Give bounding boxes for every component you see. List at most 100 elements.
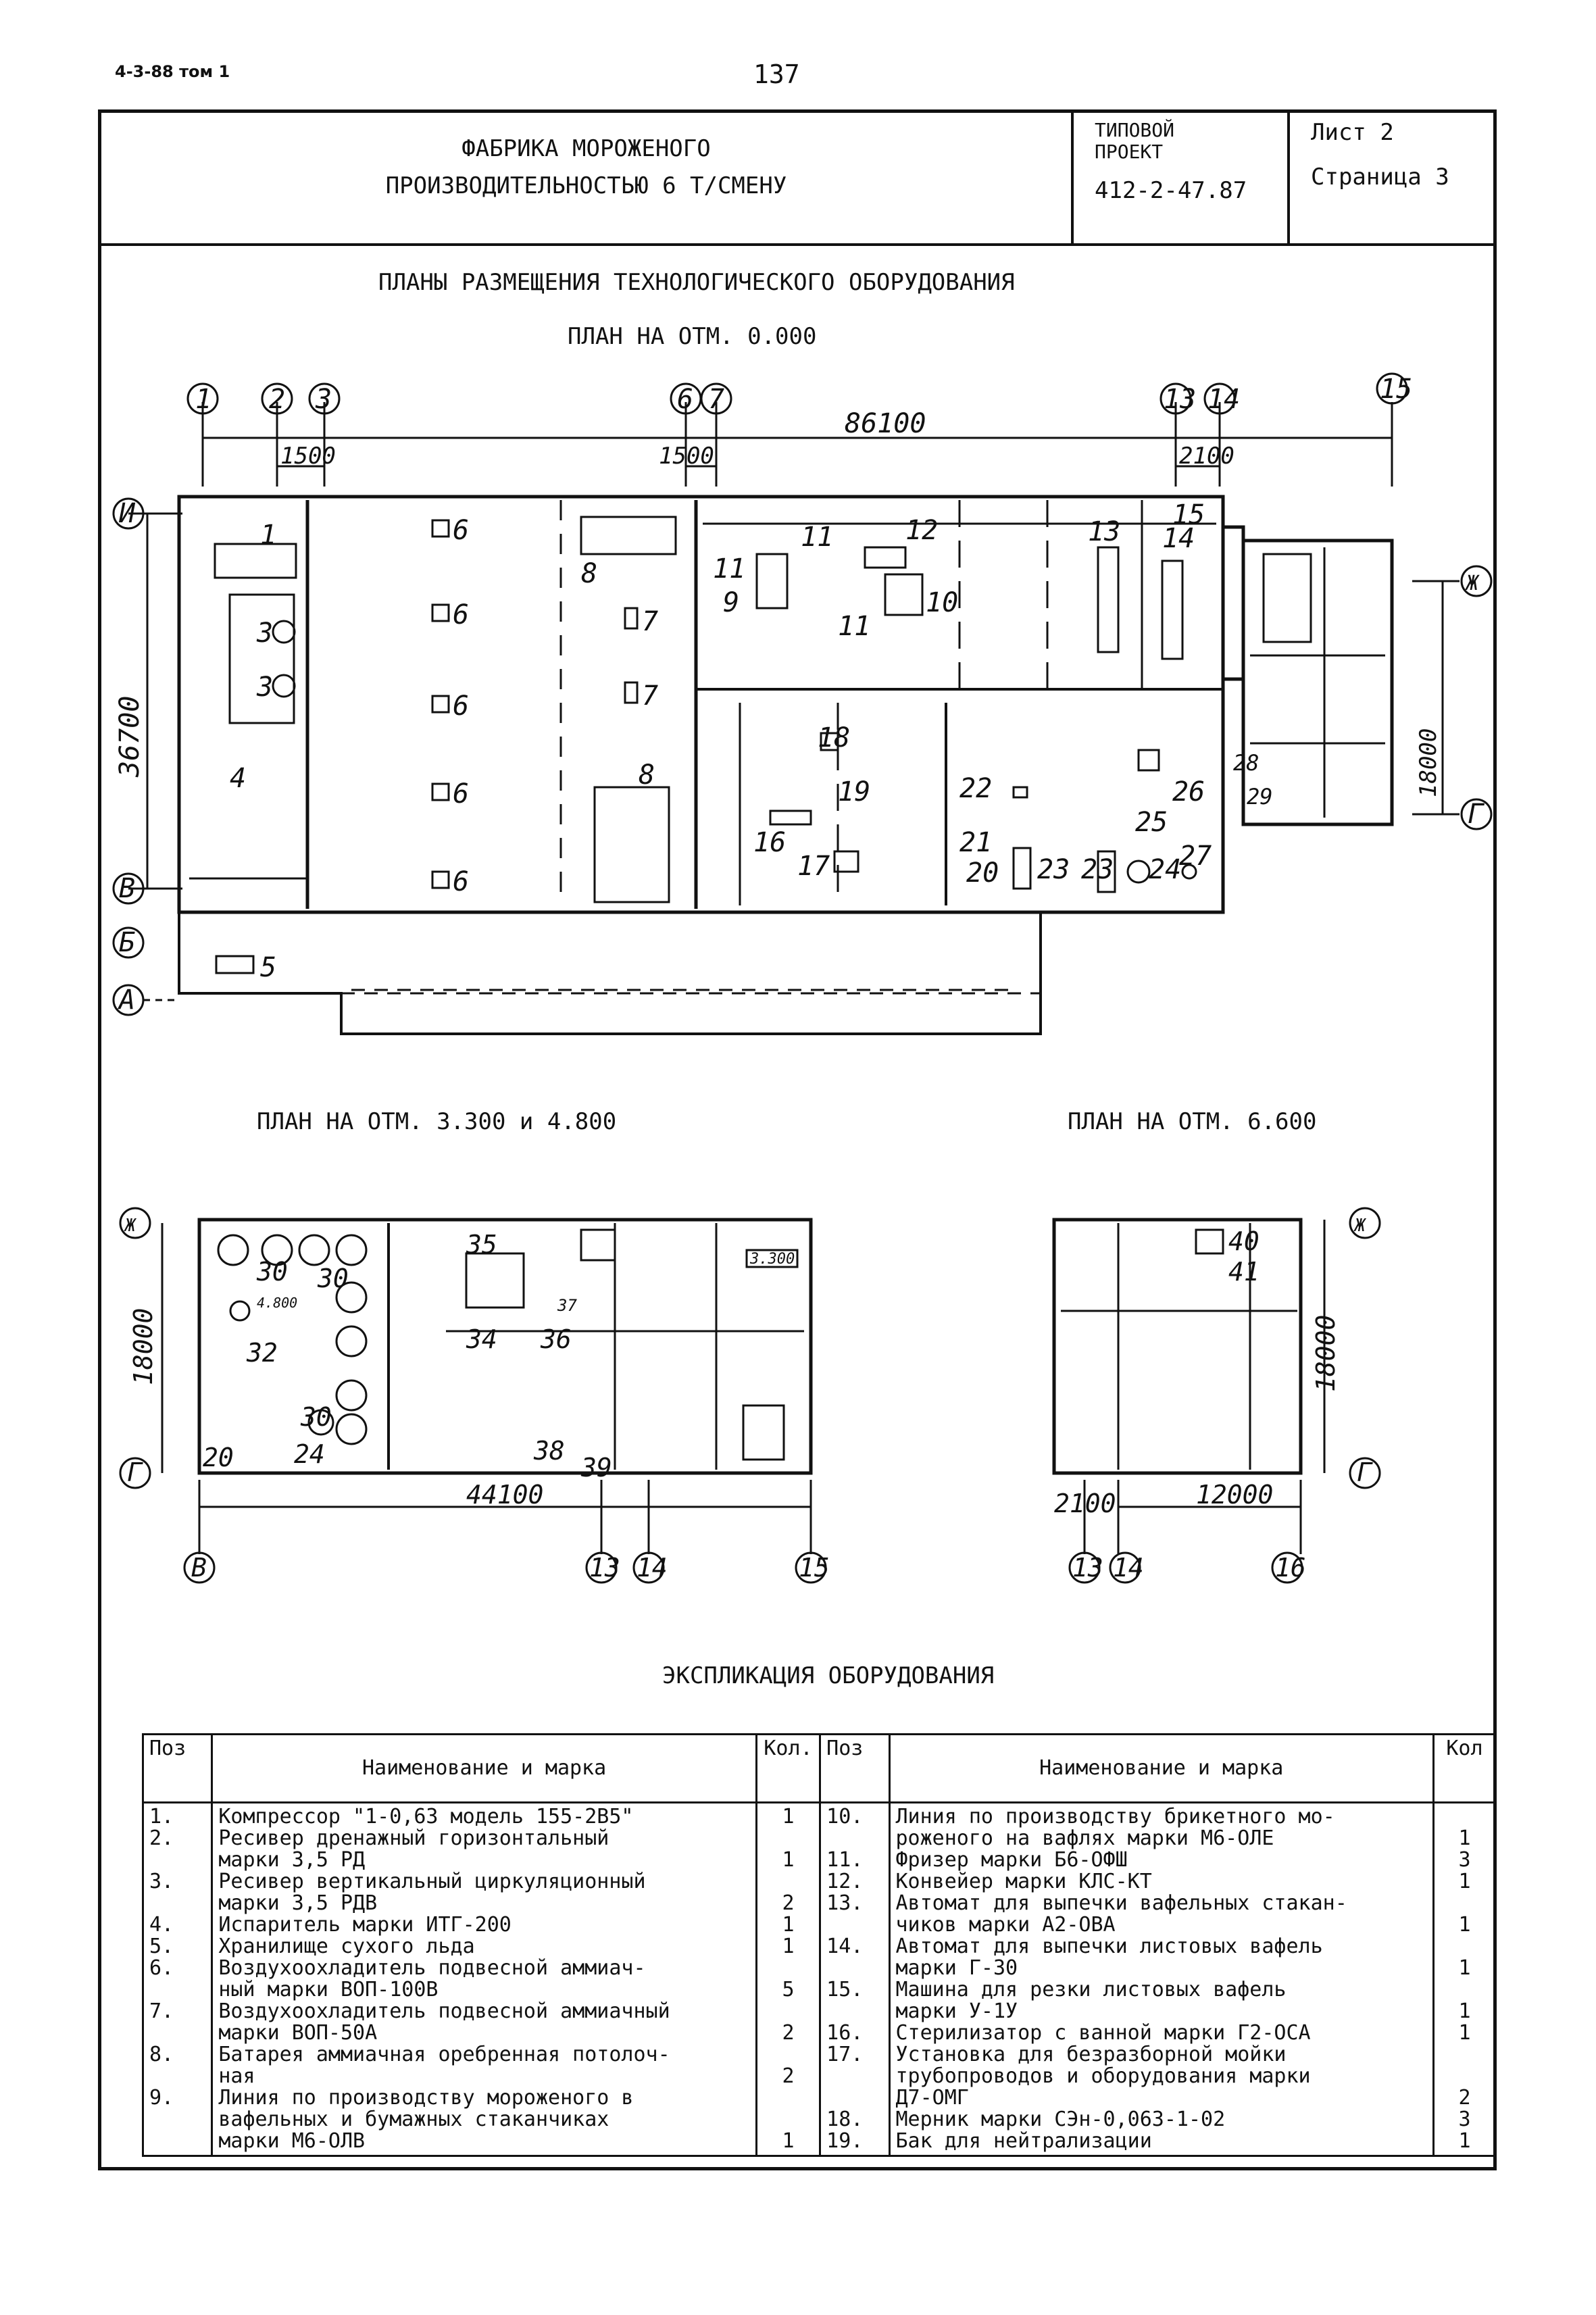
spacer [763,1958,814,1979]
svg-text:41: 41 [1228,1257,1260,1287]
equipment-pos: 10. [826,1805,864,1828]
svg-text:6: 6 [677,384,693,415]
svg-text:11: 11 [838,611,870,642]
equipment-name-line: Линия по производству мороженого в [218,2086,634,2110]
equipment-pos: 15. [826,1978,864,2001]
document-title-line1: ФАБРИКА МОРОЖЕНОГО [462,135,711,162]
plan-title: ПЛАН НА ОТМ. 3.300 и 4.800 [257,1108,617,1135]
equipment-name-line: марки М6-ОЛВ [218,2129,366,2153]
equipment-name-line: роженого на вафлях марки М6-ОЛЕ [895,1826,1274,1850]
svg-text:44100: 44100 [466,1480,543,1510]
svg-text:18000: 18000 [128,1308,158,1385]
equipment-name-line: Мерник марки СЭн-0,063-1-02 [895,2108,1226,2131]
spacer [149,2022,205,2044]
svg-text:Г: Г [127,1458,143,1487]
svg-text:23: 23 [1037,854,1070,885]
svg-text:26: 26 [1172,776,1205,807]
header-qty: Кол [1432,1733,1497,1803]
svg-text:11: 11 [801,522,833,553]
equipment-pos: 3. [149,1870,174,1893]
svg-text:6: 6 [453,866,469,897]
svg-text:15: 15 [1172,499,1205,530]
equipment-name-line: Автомат для выпечки вафельных стакан- [895,1891,1347,1915]
svg-text:1500: 1500 [280,443,336,470]
equipment-qty: 1 [1458,1999,1471,2023]
svg-text:14: 14 [1113,1553,1144,1583]
svg-text:37: 37 [557,1296,577,1315]
equipment-name-line: Машина для резки листовых вафель [895,1978,1287,2001]
spacer [763,2087,814,2109]
svg-text:23: 23 [1081,854,1114,885]
svg-text:36700: 36700 [114,696,145,778]
spacer [763,2001,814,2022]
svg-text:10: 10 [926,587,958,618]
svg-text:13: 13 [1072,1553,1103,1583]
equipment-name-line: марки ВОП-50А [218,2021,378,2045]
svg-text:А: А [117,985,135,1016]
equipment-pos: 18. [826,2108,864,2131]
title-block-divider [1287,109,1290,245]
equipment-pos: 11. [826,1848,864,1872]
spacer [1440,1893,1489,1914]
equipment-pos: 4. [149,1913,174,1937]
spacer [149,2109,205,2131]
svg-text:В: В [119,873,135,904]
svg-text:3: 3 [256,618,273,649]
svg-text:86100: 86100 [845,408,926,439]
right-pos-column: 10. 11.12.13. 14. 15. 16.17. 18.19. [819,1801,891,2157]
equipment-name-line: Установка для безразборной мойки [895,2043,1287,2066]
spacer [149,1979,205,2001]
equipment-qty: 2 [782,1891,795,1915]
svg-text:7: 7 [642,680,658,712]
equipment-qty: 1 [1458,2129,1471,2153]
svg-text:22: 22 [959,773,992,804]
svg-text:13: 13 [1164,384,1196,415]
svg-text:8: 8 [639,760,655,791]
spacer [1440,2044,1489,2066]
equipment-name-line: ный марки ВОП-100В [218,1978,439,2001]
header-pos: Поз [819,1733,891,1803]
svg-text:20: 20 [966,857,999,889]
svg-text:13: 13 [1088,516,1120,547]
document-code: 4-3-88 том 1 [115,62,230,81]
svg-text:3: 3 [315,384,332,415]
svg-text:28: 28 [1233,750,1260,776]
svg-text:6: 6 [453,599,469,630]
spacer [763,1828,814,1849]
equipment-pos: 7. [149,1999,174,2023]
svg-text:34: 34 [466,1324,497,1354]
equipment-name-line: Линия по производству брикетного мо- [895,1805,1335,1828]
spacer [1440,2066,1489,2087]
equipment-name-line: Батарея аммиачная оребренная потолоч- [218,2043,670,2066]
equipment-qty: 1 [1458,2021,1471,2045]
spacer [149,1893,205,1914]
svg-text:Ж: Ж [124,1216,137,1236]
equipment-qty: 3 [1458,1848,1471,1872]
spacer [1440,1936,1489,1958]
equipment-name-line: Воздухоохладитель подвесной аммиач- [218,1956,646,1980]
equipment-name-line: ная [218,2064,255,2088]
svg-text:11: 11 [713,553,745,584]
svg-text:12: 12 [905,515,938,546]
svg-text:5: 5 [260,952,276,983]
svg-text:24: 24 [294,1439,325,1469]
equipment-name-line: Конвейер марки КЛС-КТ [895,1870,1152,1893]
title-block-divider [1071,109,1074,245]
plan-title: ПЛАН НА ОТМ. 6.600 [1068,1108,1317,1135]
equipment-pos: 5. [149,1935,174,1958]
svg-text:17: 17 [797,851,830,882]
equipment-pos: 19. [826,2129,864,2153]
svg-text:6: 6 [453,778,469,810]
svg-text:Б: Б [119,927,135,958]
equipment-pos: 16. [826,2021,864,2045]
svg-text:35: 35 [466,1230,497,1260]
svg-text:В: В [191,1553,207,1583]
svg-text:4: 4 [230,763,246,794]
svg-text:1: 1 [260,520,276,551]
svg-text:16: 16 [1275,1553,1306,1583]
svg-text:7: 7 [642,606,658,637]
project-type-label: ПРОЕКТ [1095,141,1164,163]
